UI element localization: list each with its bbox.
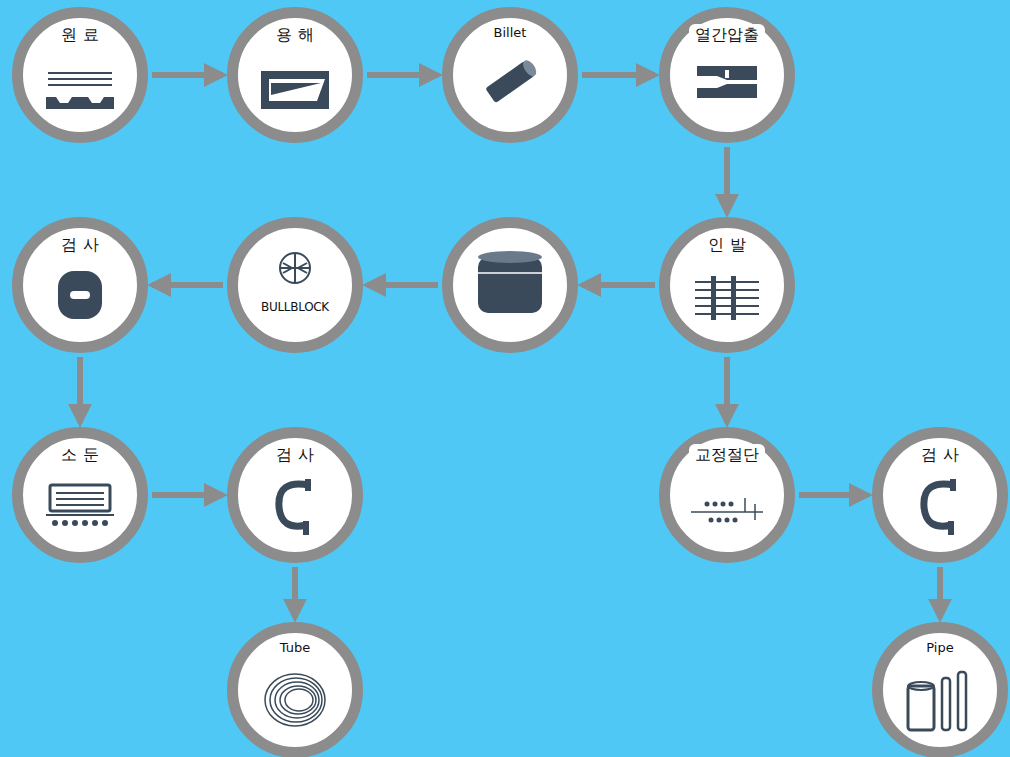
step-label: 검 사 <box>55 234 104 255</box>
flow-arrow <box>152 72 223 78</box>
process-circle <box>442 217 578 353</box>
process-circle: 검 사 <box>12 217 148 353</box>
flow-arrow <box>292 567 298 618</box>
step-label: 원 료 <box>55 24 104 45</box>
process-circle: BULLBLOCK <box>227 217 363 353</box>
process-circle: 인 발 <box>659 217 795 353</box>
step-label: 검 사 <box>270 444 319 465</box>
flow-arrow <box>724 357 730 423</box>
process-circle: 검 사 <box>872 427 1008 563</box>
process-circle: Tube <box>227 622 363 757</box>
step-label: BULLBLOCK <box>259 300 331 314</box>
flow-arrow <box>799 492 868 498</box>
process-circle: 원 료 <box>12 7 148 143</box>
process-circle: 교정절단 <box>659 427 795 563</box>
step-label: 용 해 <box>270 24 319 45</box>
process-circle: Billet <box>442 7 578 143</box>
process-circle: Pipe <box>872 622 1008 757</box>
step-label: 교정절단 <box>689 444 765 465</box>
process-circle: 용 해 <box>227 7 363 143</box>
process-circle: 검 사 <box>227 427 363 563</box>
flow-arrow <box>367 282 438 288</box>
flow-arrow <box>724 147 730 213</box>
flow-arrow <box>77 357 83 423</box>
process-circle: 소 둔 <box>12 427 148 563</box>
step-label: Billet <box>488 24 533 42</box>
step-label: 소 둔 <box>55 444 104 465</box>
flow-arrow <box>152 282 223 288</box>
step-label: 열간압출 <box>689 24 765 45</box>
process-circle: 열간압출 <box>659 7 795 143</box>
step-label: 인 발 <box>702 234 751 255</box>
flow-arrow <box>367 72 438 78</box>
step-label: Tube <box>274 639 316 657</box>
step-label: Pipe <box>920 639 959 657</box>
flow-arrow <box>152 492 223 498</box>
flow-arrow <box>582 72 655 78</box>
step-label: 검 사 <box>915 444 964 465</box>
flow-arrow <box>582 282 655 288</box>
flow-arrow <box>937 567 943 618</box>
